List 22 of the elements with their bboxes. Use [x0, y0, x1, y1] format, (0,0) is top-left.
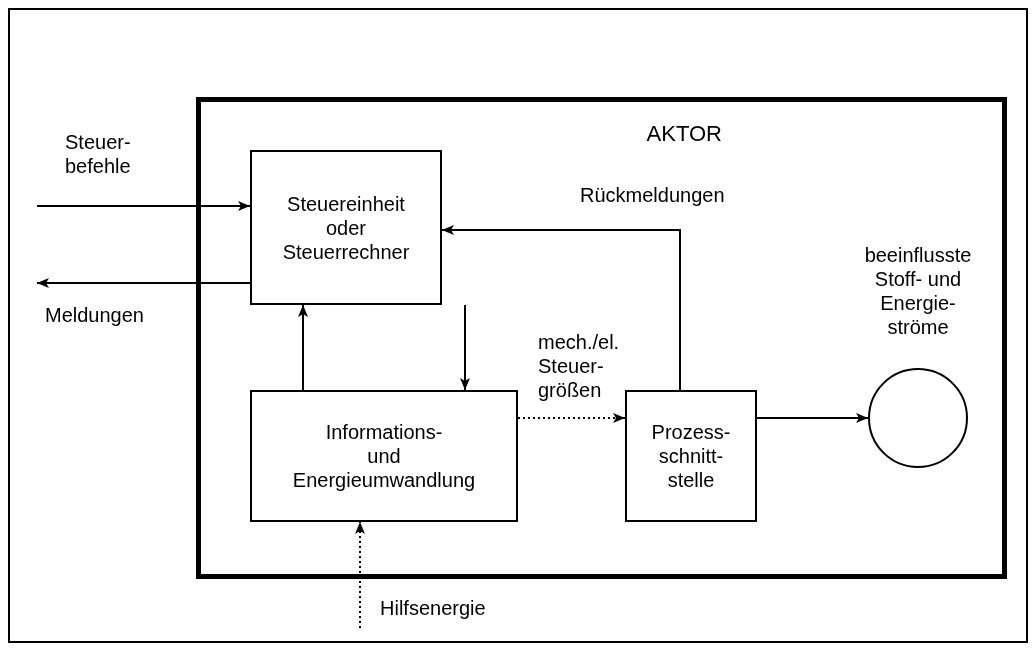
node-text: Prozess- schnitt- stelle	[651, 420, 731, 492]
arrow	[36, 201, 251, 211]
node-caption: beeinflusste Stoff- und Energie- ströme	[863, 243, 973, 339]
edge-label: Meldungen	[45, 303, 145, 327]
arrow	[441, 225, 681, 391]
process-box	[625, 390, 757, 522]
arrow	[517, 413, 626, 423]
arrow	[36, 278, 251, 288]
edge-label: mech./el. Steuer- größen	[538, 330, 621, 402]
arrow	[298, 304, 308, 391]
node-text: Steuereinheit oder Steuerrechner	[281, 191, 411, 264]
node-text: Informations- und Energieumwandlung	[292, 420, 476, 492]
edge-label: Steuer- befehle	[65, 130, 132, 178]
edge-label: Rückmeldungen	[580, 183, 726, 207]
arrow	[756, 413, 869, 423]
arrow	[355, 521, 365, 629]
edge-label: Hilfsenergie	[380, 596, 487, 620]
process-box	[250, 390, 518, 522]
arrow	[460, 304, 470, 391]
node-text: AKTOR	[646, 122, 722, 146]
process-box	[250, 150, 442, 305]
actuator-frame	[196, 97, 1007, 579]
